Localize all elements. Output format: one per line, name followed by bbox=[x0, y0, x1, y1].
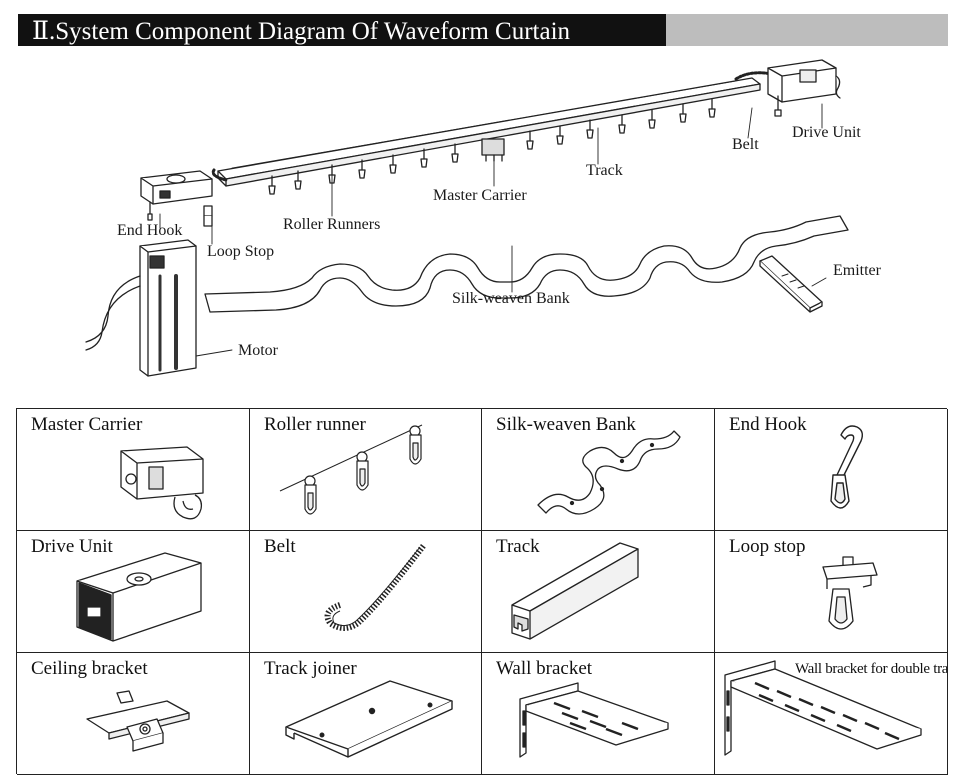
component-cell: End Hook bbox=[715, 409, 948, 531]
callout-drive-unit: Drive Unit bbox=[792, 124, 861, 141]
silk-weaven-bank-icon bbox=[537, 430, 681, 515]
header-dark-band bbox=[18, 14, 666, 46]
component-label: Roller runner bbox=[264, 414, 366, 435]
drive-unit-icon bbox=[76, 552, 202, 642]
track-drawing bbox=[217, 77, 761, 187]
component-grid: Master Carrier Roller runner bbox=[16, 408, 948, 775]
component-cell: Wall bracket bbox=[482, 653, 715, 775]
component-cell: Ceiling bracket bbox=[17, 653, 250, 775]
ceiling-bracket-icon bbox=[86, 690, 190, 752]
component-label: Ceiling bracket bbox=[31, 658, 148, 679]
header-grey-band bbox=[666, 14, 948, 46]
roller-runner-icon bbox=[279, 424, 423, 515]
component-cell: Track joiner bbox=[250, 653, 482, 775]
callout-master-carrier: Master Carrier bbox=[433, 187, 527, 204]
end-hook-drawing bbox=[140, 170, 213, 221]
end-hook-icon bbox=[830, 425, 864, 509]
component-cell: Drive Unit bbox=[17, 531, 250, 653]
master-carrier-icon bbox=[120, 446, 204, 520]
drive-unit-drawing bbox=[767, 59, 841, 117]
component-cell: Track bbox=[482, 531, 715, 653]
double-wall-bracket-icon bbox=[724, 660, 922, 756]
system-diagram-drawing bbox=[85, 59, 849, 377]
component-cell: Wall bracket for double track bbox=[715, 653, 948, 775]
callout-motor: Motor bbox=[238, 342, 278, 359]
motor-drawing bbox=[85, 239, 197, 377]
belt-icon bbox=[324, 543, 427, 631]
component-cell: Master Carrier bbox=[17, 409, 250, 531]
runner-3 bbox=[409, 425, 422, 465]
wall-bracket-icon bbox=[519, 682, 669, 758]
track-joiner-icon bbox=[285, 680, 453, 758]
callout-end-hook: End Hook bbox=[117, 222, 183, 239]
track-icon bbox=[511, 542, 639, 640]
component-label: Wall bracket bbox=[496, 658, 593, 679]
callout-roller-runners: Roller Runners bbox=[283, 216, 381, 233]
callout-belt: Belt bbox=[732, 136, 759, 153]
component-cell: Loop stop bbox=[715, 531, 948, 653]
system-diagram: Drive Unit Belt Track Master Carrier Rol… bbox=[0, 46, 962, 396]
component-label: Wall bracket for double track bbox=[795, 661, 948, 677]
emitter-drawing bbox=[759, 255, 823, 313]
loop-stop-drawing bbox=[203, 205, 213, 227]
component-cell: Roller runner bbox=[250, 409, 482, 531]
loop-stop-icon bbox=[822, 556, 878, 630]
runner-2 bbox=[356, 451, 369, 491]
component-label: Track bbox=[496, 536, 540, 557]
master-carrier-drawing bbox=[481, 138, 505, 162]
component-label: Track joiner bbox=[264, 658, 357, 679]
roller-runners-drawing bbox=[268, 98, 716, 195]
header-banner: Ⅱ.System Component Diagram Of Waveform C… bbox=[18, 14, 948, 46]
component-cell: Silk-weaven Bank bbox=[482, 409, 715, 531]
component-label: Drive Unit bbox=[31, 536, 113, 557]
callout-loop-stop: Loop Stop bbox=[207, 243, 275, 260]
component-label: End Hook bbox=[729, 414, 807, 435]
callout-emitter: Emitter bbox=[833, 262, 881, 279]
page-title: Ⅱ.System Component Diagram Of Waveform C… bbox=[32, 18, 571, 45]
callout-track: Track bbox=[586, 162, 623, 179]
silk-weaven-bank-drawing bbox=[204, 215, 849, 313]
component-cell: Belt bbox=[250, 531, 482, 653]
component-label: Loop stop bbox=[729, 536, 806, 557]
callout-silk-weaven-bank: Silk-weaven Bank bbox=[452, 290, 570, 307]
component-label: Belt bbox=[264, 536, 296, 557]
component-label: Silk-weaven Bank bbox=[496, 414, 636, 435]
runner-1 bbox=[304, 475, 317, 515]
component-label: Master Carrier bbox=[31, 414, 143, 435]
leader-lines bbox=[159, 103, 827, 357]
